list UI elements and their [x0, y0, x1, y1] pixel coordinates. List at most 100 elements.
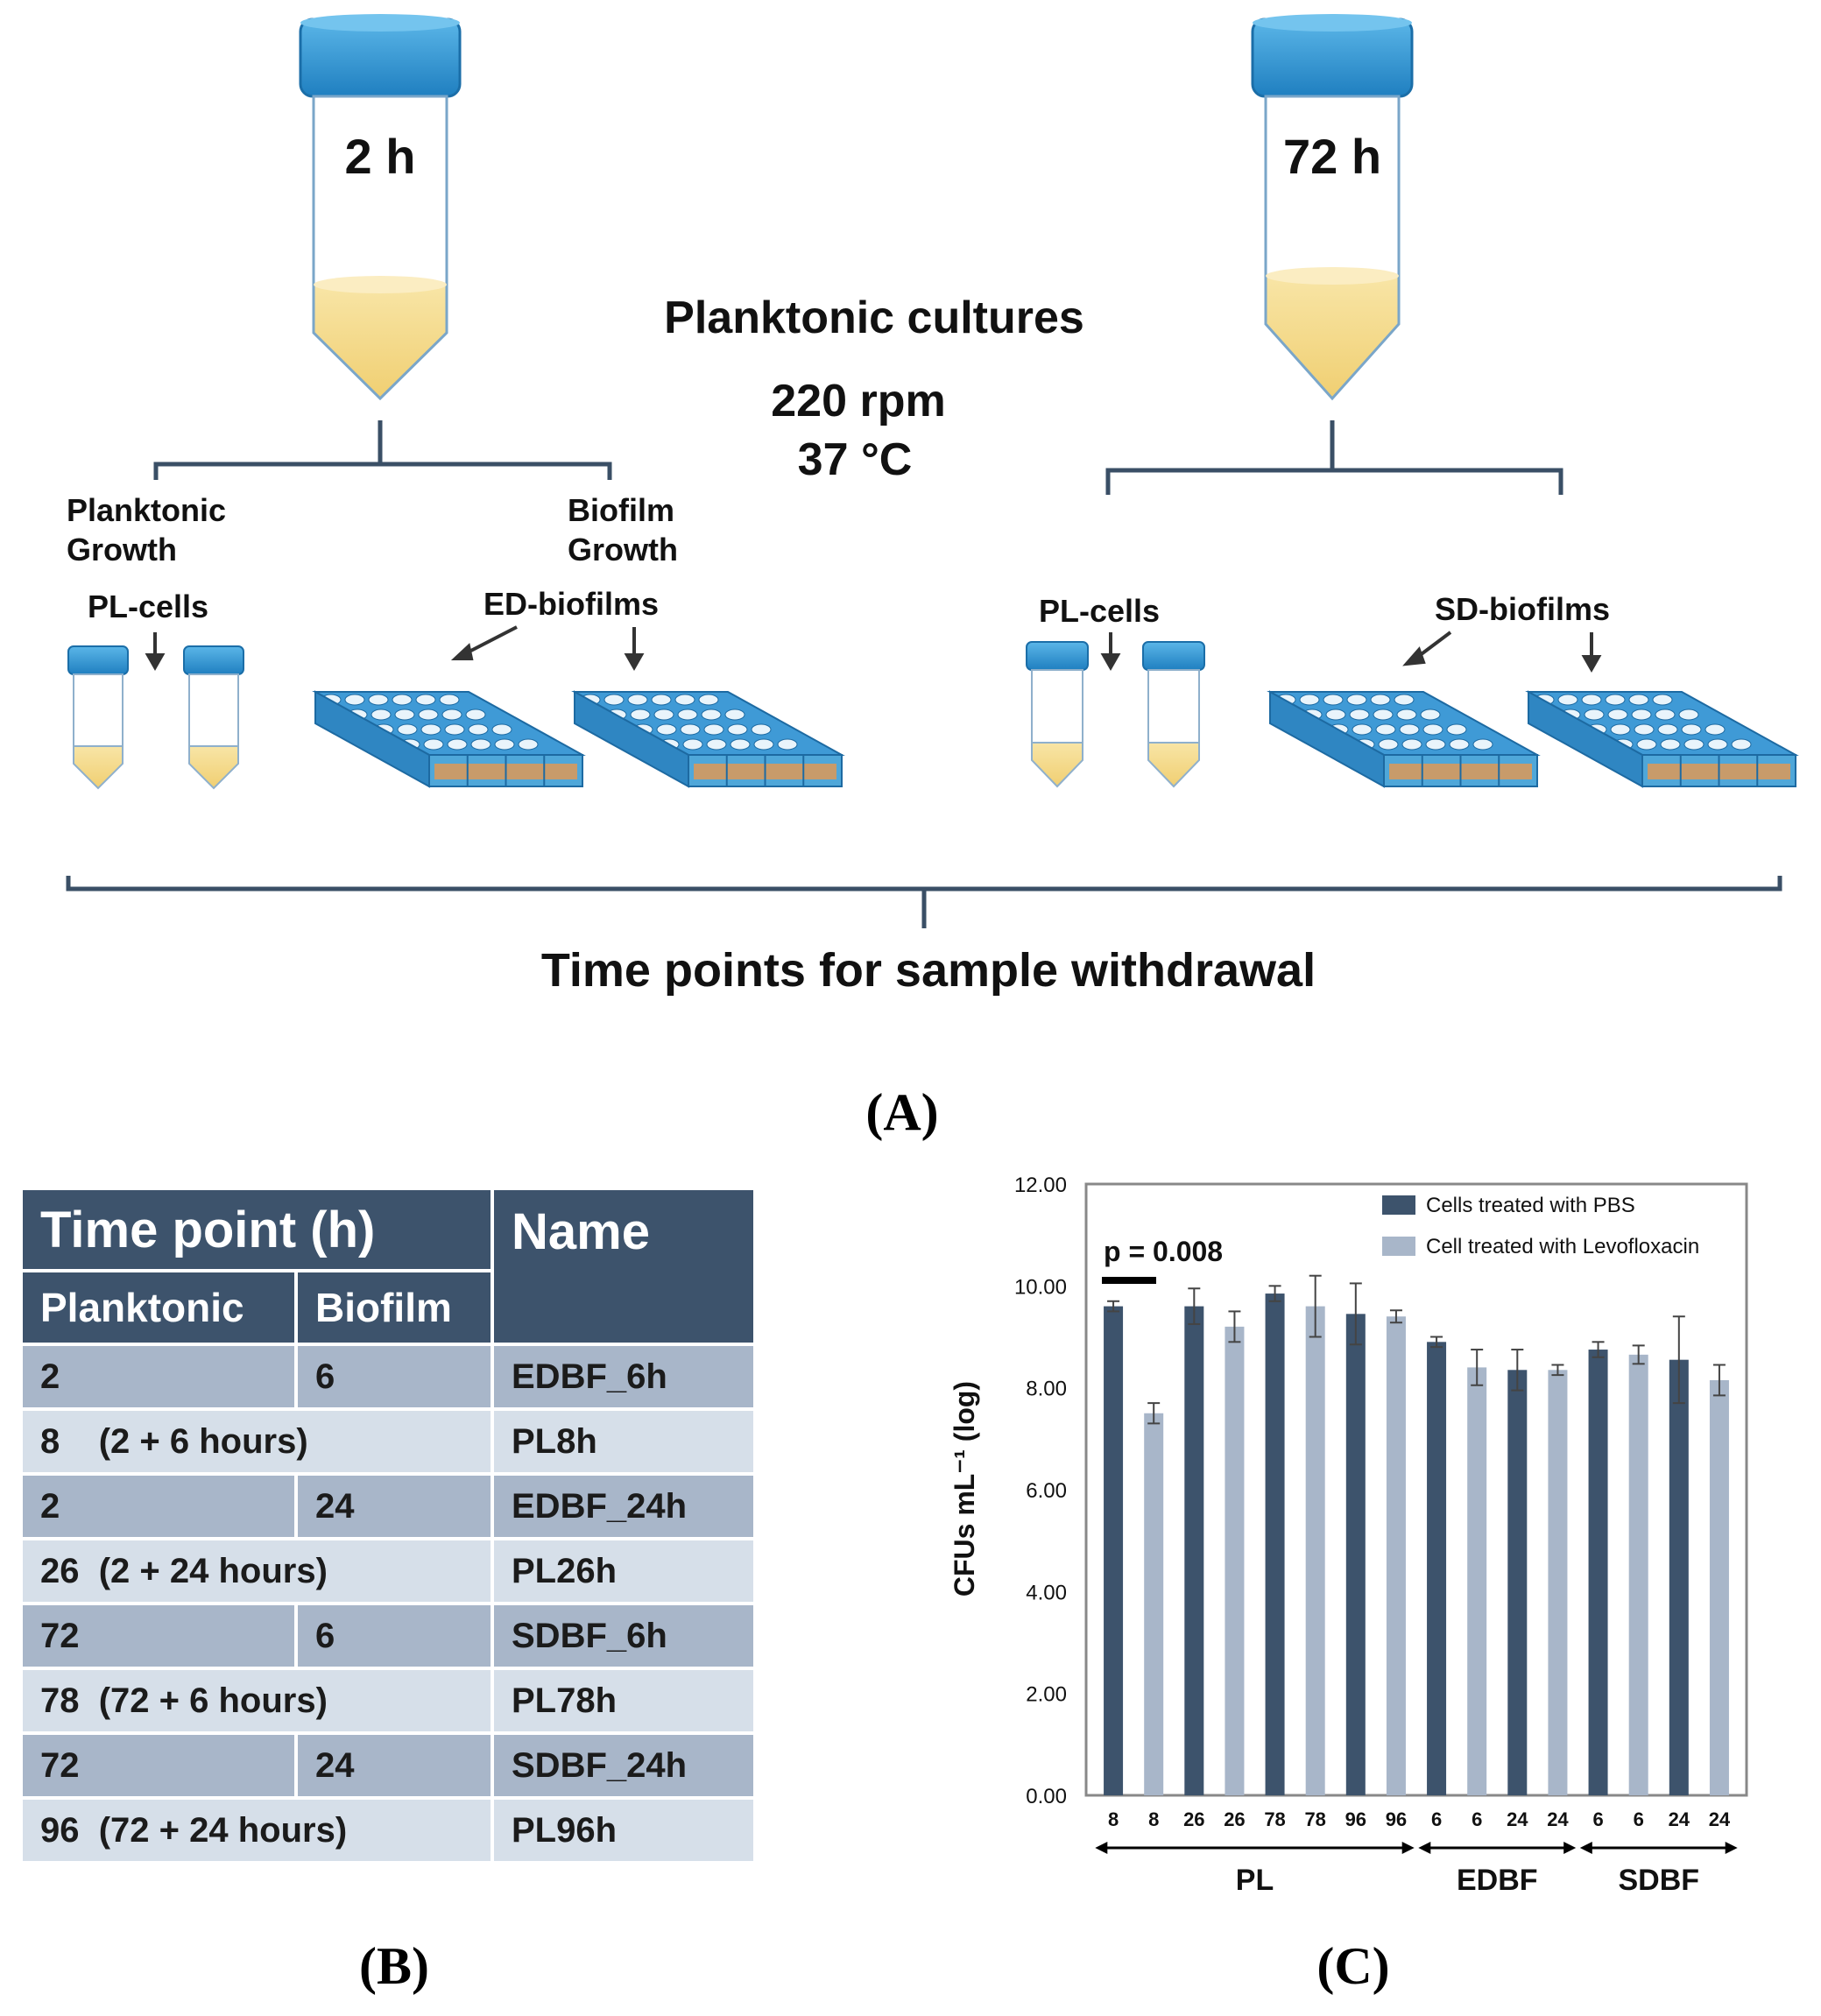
group-label: PL — [1236, 1864, 1274, 1897]
bar — [1144, 1413, 1164, 1795]
bar — [1345, 1314, 1366, 1795]
well-plates — [312, 690, 1799, 788]
y-tick-label: 10.00 — [1014, 1275, 1067, 1299]
bar — [1427, 1342, 1447, 1795]
x-tick-label: 78 — [1264, 1808, 1285, 1830]
x-tick-label: 24 — [1507, 1808, 1528, 1830]
temperature-label: 37 °C — [798, 434, 913, 485]
panel-b-label: (B) — [359, 1937, 429, 1995]
bar — [1225, 1326, 1245, 1795]
small-tube-icon — [1026, 641, 1089, 788]
tube-72h-label: 72 h — [1283, 129, 1381, 184]
left-branch-bracket — [153, 420, 612, 480]
group-arrowhead — [1725, 1842, 1738, 1854]
y-axis-label: CFUs mL⁻¹ (log) — [949, 1381, 980, 1597]
legend-swatch-pbs — [1382, 1195, 1415, 1215]
y-tick-label: 2.00 — [1026, 1683, 1067, 1707]
legend: Cells treated with PBS Cell treated with… — [1382, 1194, 1699, 1258]
cell-name: SDBF_6h — [494, 1605, 753, 1667]
bar — [1104, 1306, 1124, 1795]
y-tick-label: 12.00 — [1014, 1174, 1067, 1197]
cell-planktonic: 96 (72 + 24 hours) — [23, 1800, 491, 1861]
cell-planktonic: 72 — [23, 1605, 294, 1667]
x-tick-label: 24 — [1547, 1808, 1569, 1830]
y-tick-label: 8.00 — [1026, 1378, 1067, 1401]
well-plate-icon — [571, 690, 845, 788]
table-row: 8 (2 + 6 hours)PL8h — [23, 1411, 753, 1472]
cell-name: PL26h — [494, 1540, 753, 1602]
rpm-label: 220 rpm — [771, 376, 945, 426]
x-tick-label: 96 — [1386, 1808, 1407, 1830]
time-point-table: Time point (h) Name Planktonic Biofilm 2… — [19, 1187, 757, 1864]
cell-planktonic: 26 (2 + 24 hours) — [23, 1540, 491, 1602]
bar — [1184, 1306, 1204, 1795]
group-arrowhead — [1579, 1842, 1592, 1854]
cell-planktonic: 2 — [23, 1476, 294, 1537]
cell-name: EDBF_24h — [494, 1476, 753, 1537]
subheader-planktonic: Planktonic — [23, 1272, 294, 1343]
cell-planktonic: 72 — [23, 1735, 294, 1796]
group-label: SDBF — [1618, 1864, 1699, 1897]
cell-name: PL8h — [494, 1411, 753, 1472]
x-tick-label: 78 — [1304, 1808, 1325, 1830]
cell-biofilm: 24 — [298, 1735, 491, 1796]
x-tick-label: 6 — [1592, 1808, 1603, 1830]
legend-label-levofloxacin: Cell treated with Levofloxacin — [1426, 1235, 1699, 1258]
right-pl-cells-label: PL-cells — [1039, 593, 1160, 629]
y-tick-label: 6.00 — [1026, 1479, 1067, 1503]
bar — [1467, 1367, 1487, 1795]
bar — [1305, 1306, 1325, 1795]
cell-biofilm: 6 — [298, 1605, 491, 1667]
biofilm-growth-label-2: Growth — [568, 532, 678, 567]
ed-biofilms-label: ED-biofilms — [483, 586, 659, 622]
cell-biofilm: 6 — [298, 1346, 491, 1407]
bar — [1386, 1316, 1406, 1795]
x-tick-label: 6 — [1634, 1808, 1644, 1830]
biofilm-growth-label-1: Biofilm — [568, 492, 674, 528]
panel-a: 2 h 72 h Planktonic cultures 220 rpm 37 … — [66, 14, 1799, 1141]
cell-biofilm: 24 — [298, 1476, 491, 1537]
cell-planktonic: 78 (72 + 6 hours) — [23, 1670, 491, 1731]
tube-72h-icon — [1251, 14, 1414, 401]
panel-c-label: (C) — [1316, 1937, 1389, 1995]
bar — [1507, 1370, 1528, 1795]
bar — [1548, 1370, 1568, 1795]
x-tick-label: 26 — [1224, 1808, 1245, 1830]
small-tube-icon — [67, 645, 129, 790]
cell-name: PL78h — [494, 1670, 753, 1731]
panel-a-label: (A) — [865, 1083, 938, 1141]
cell-name: EDBF_6h — [494, 1346, 753, 1407]
x-tick-label: 8 — [1148, 1808, 1159, 1830]
table-row: 96 (72 + 24 hours)PL96h — [23, 1800, 753, 1861]
x-tick-label: 26 — [1183, 1808, 1204, 1830]
cell-name: SDBF_24h — [494, 1735, 753, 1796]
bottom-bracket — [66, 876, 1782, 928]
well-plate-icon — [312, 690, 586, 788]
small-tube-icon — [183, 645, 244, 790]
bar — [1628, 1354, 1648, 1795]
arrow-icons — [145, 625, 1602, 673]
right-branch-bracket — [1105, 420, 1563, 495]
sd-biofilms-label: SD-biofilms — [1435, 591, 1610, 627]
legend-label-pbs: Cells treated with PBS — [1426, 1194, 1635, 1217]
x-tick-label: 6 — [1431, 1808, 1442, 1830]
small-tube-icon — [1142, 641, 1205, 788]
header-time-point: Time point (h) — [23, 1190, 491, 1269]
planktonic-growth-label-1: Planktonic — [67, 492, 226, 528]
group-arrowhead — [1418, 1842, 1431, 1854]
table-row: 26 (2 + 24 hours)PL26h — [23, 1540, 753, 1602]
x-tick-label: 6 — [1472, 1808, 1482, 1830]
x-tick-label: 8 — [1108, 1808, 1119, 1830]
p-value-annotation: p = 0.008 — [1104, 1236, 1223, 1267]
cell-planktonic: 8 (2 + 6 hours) — [23, 1411, 491, 1472]
cell-planktonic: 2 — [23, 1346, 294, 1407]
cell-name: PL96h — [494, 1800, 753, 1861]
well-plate-icon — [1525, 690, 1799, 788]
header-name: Name — [494, 1190, 753, 1343]
